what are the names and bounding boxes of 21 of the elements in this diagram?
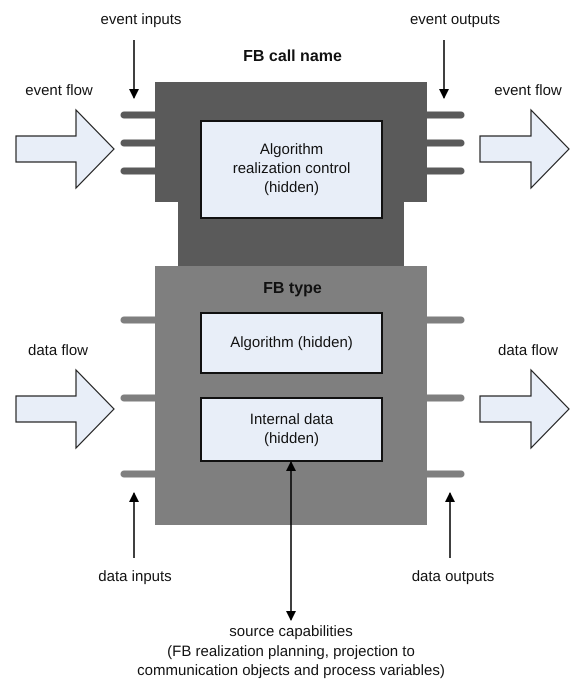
annotation-text: event outputs xyxy=(408,10,502,30)
function-block-body xyxy=(120,266,465,525)
flow-arrow xyxy=(479,368,570,450)
flow-arrow xyxy=(15,368,115,450)
inner-box: Algorithm (hidden) xyxy=(200,312,383,374)
block-title: FB type xyxy=(262,280,323,298)
arrow xyxy=(439,40,449,99)
inner-box: Algorithm realization control (hidden) xyxy=(200,120,383,219)
arrow xyxy=(286,461,296,621)
annotation-text: source capabilities xyxy=(228,622,354,642)
flow-arrow xyxy=(15,108,115,190)
annotation-text: data outputs xyxy=(410,567,496,586)
arrow xyxy=(445,492,455,558)
flow-arrow xyxy=(479,108,570,190)
annotation-text: event inputs xyxy=(100,10,182,30)
annotation-note: (FB realization planning, projection to communication objects and process variables) xyxy=(136,642,446,680)
annotation-text: data inputs xyxy=(97,567,173,586)
block-title: FB call name xyxy=(242,48,343,66)
arrow xyxy=(129,40,139,99)
inner-box: Internal data (hidden) xyxy=(200,397,383,462)
arrow xyxy=(129,492,139,558)
